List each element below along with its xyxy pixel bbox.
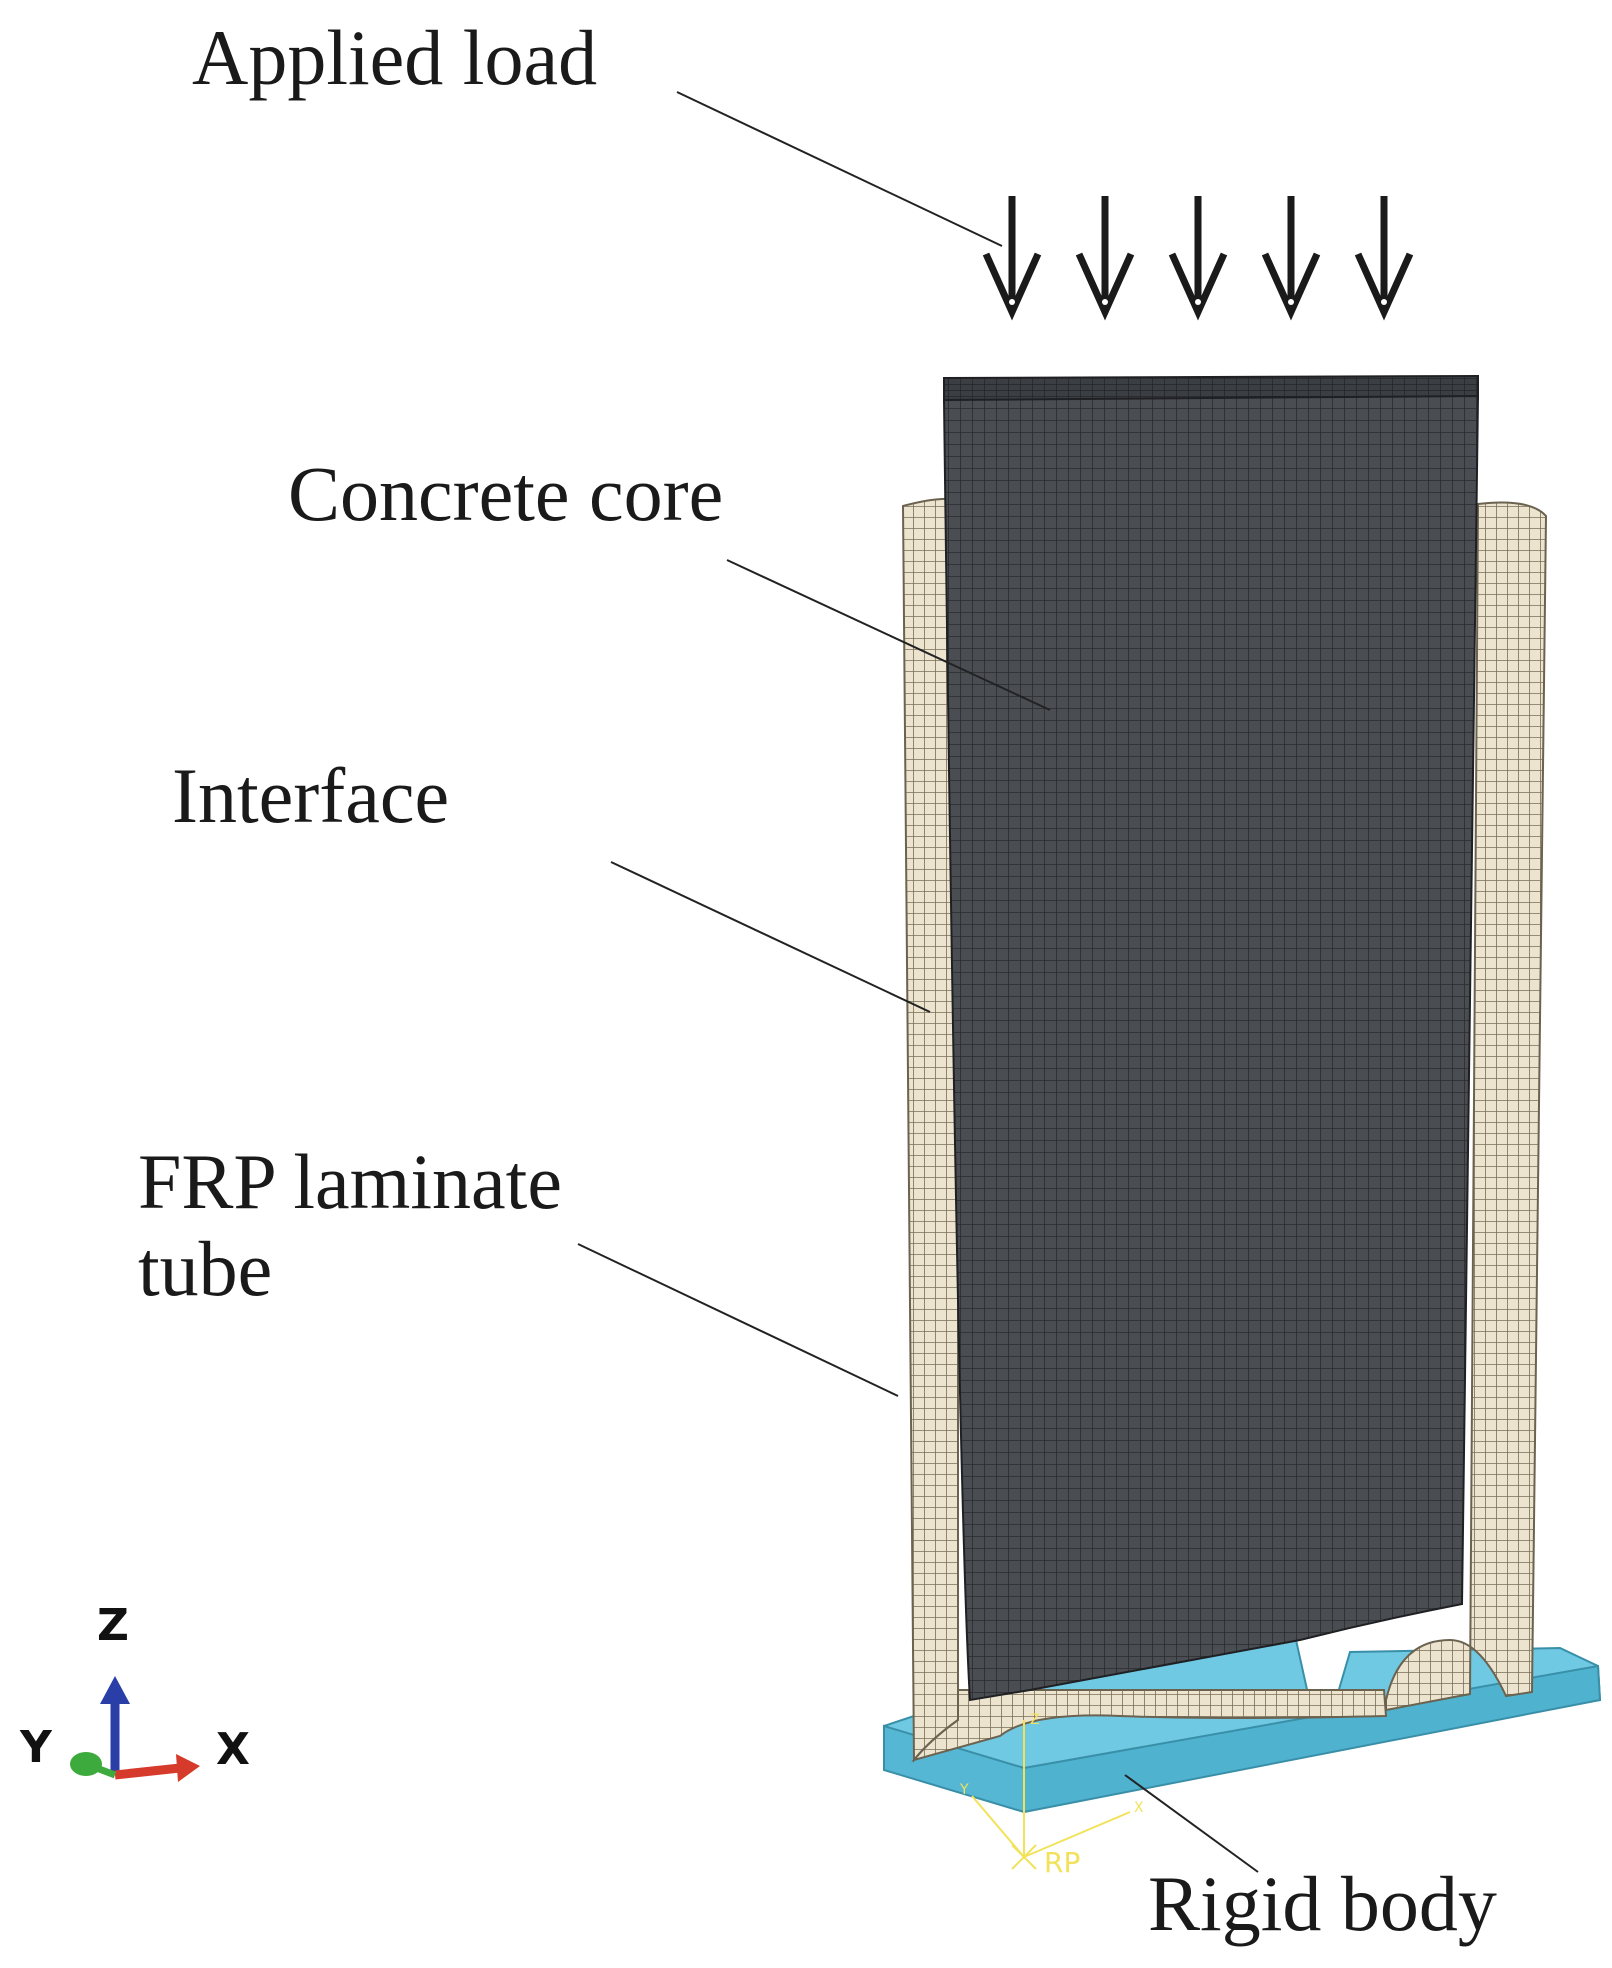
leader-applied-load xyxy=(676,91,1003,247)
applied-load-arrows xyxy=(982,196,1414,321)
x-axis-arrow xyxy=(114,1763,181,1780)
concrete-core xyxy=(942,374,1480,1702)
leader-rigid-body xyxy=(1124,1774,1259,1873)
y-axis-label: Y xyxy=(20,1722,52,1773)
load-arrow xyxy=(1354,196,1414,321)
x-axis-label: X xyxy=(216,1724,250,1775)
z-axis-arrowhead xyxy=(100,1676,130,1704)
mini-z-label: Z xyxy=(1030,1712,1040,1728)
load-arrow xyxy=(1168,196,1228,321)
rigid-body-label: Rigid body xyxy=(1148,1860,1497,1947)
load-arrow xyxy=(982,196,1042,321)
axis-triad xyxy=(70,1676,200,1782)
concrete-core-label: Concrete core xyxy=(288,450,724,537)
frp-laminate-tube xyxy=(901,497,1548,1763)
leader-concrete-core xyxy=(726,559,1051,711)
load-arrow xyxy=(1261,196,1321,321)
z-axis-label: Z xyxy=(97,1600,129,1651)
mini-y-label: Y xyxy=(960,1782,969,1798)
leader-frp-tube xyxy=(577,1243,899,1397)
mini-x-label: X xyxy=(1134,1800,1144,1816)
load-arrow xyxy=(1075,196,1135,321)
reference-point-label: RP xyxy=(1044,1846,1081,1879)
applied-load-label: Applied load xyxy=(192,14,598,101)
frp-laminate-tube-label: FRP laminate tube xyxy=(138,1138,562,1313)
reference-point-marker xyxy=(971,1720,1131,1870)
x-axis-arrowhead xyxy=(176,1754,200,1782)
frp-label-line2: tube xyxy=(138,1225,273,1313)
frp-label-line1: FRP laminate xyxy=(138,1138,562,1225)
interface-label: Interface xyxy=(172,752,450,839)
leader-interface xyxy=(610,861,931,1013)
